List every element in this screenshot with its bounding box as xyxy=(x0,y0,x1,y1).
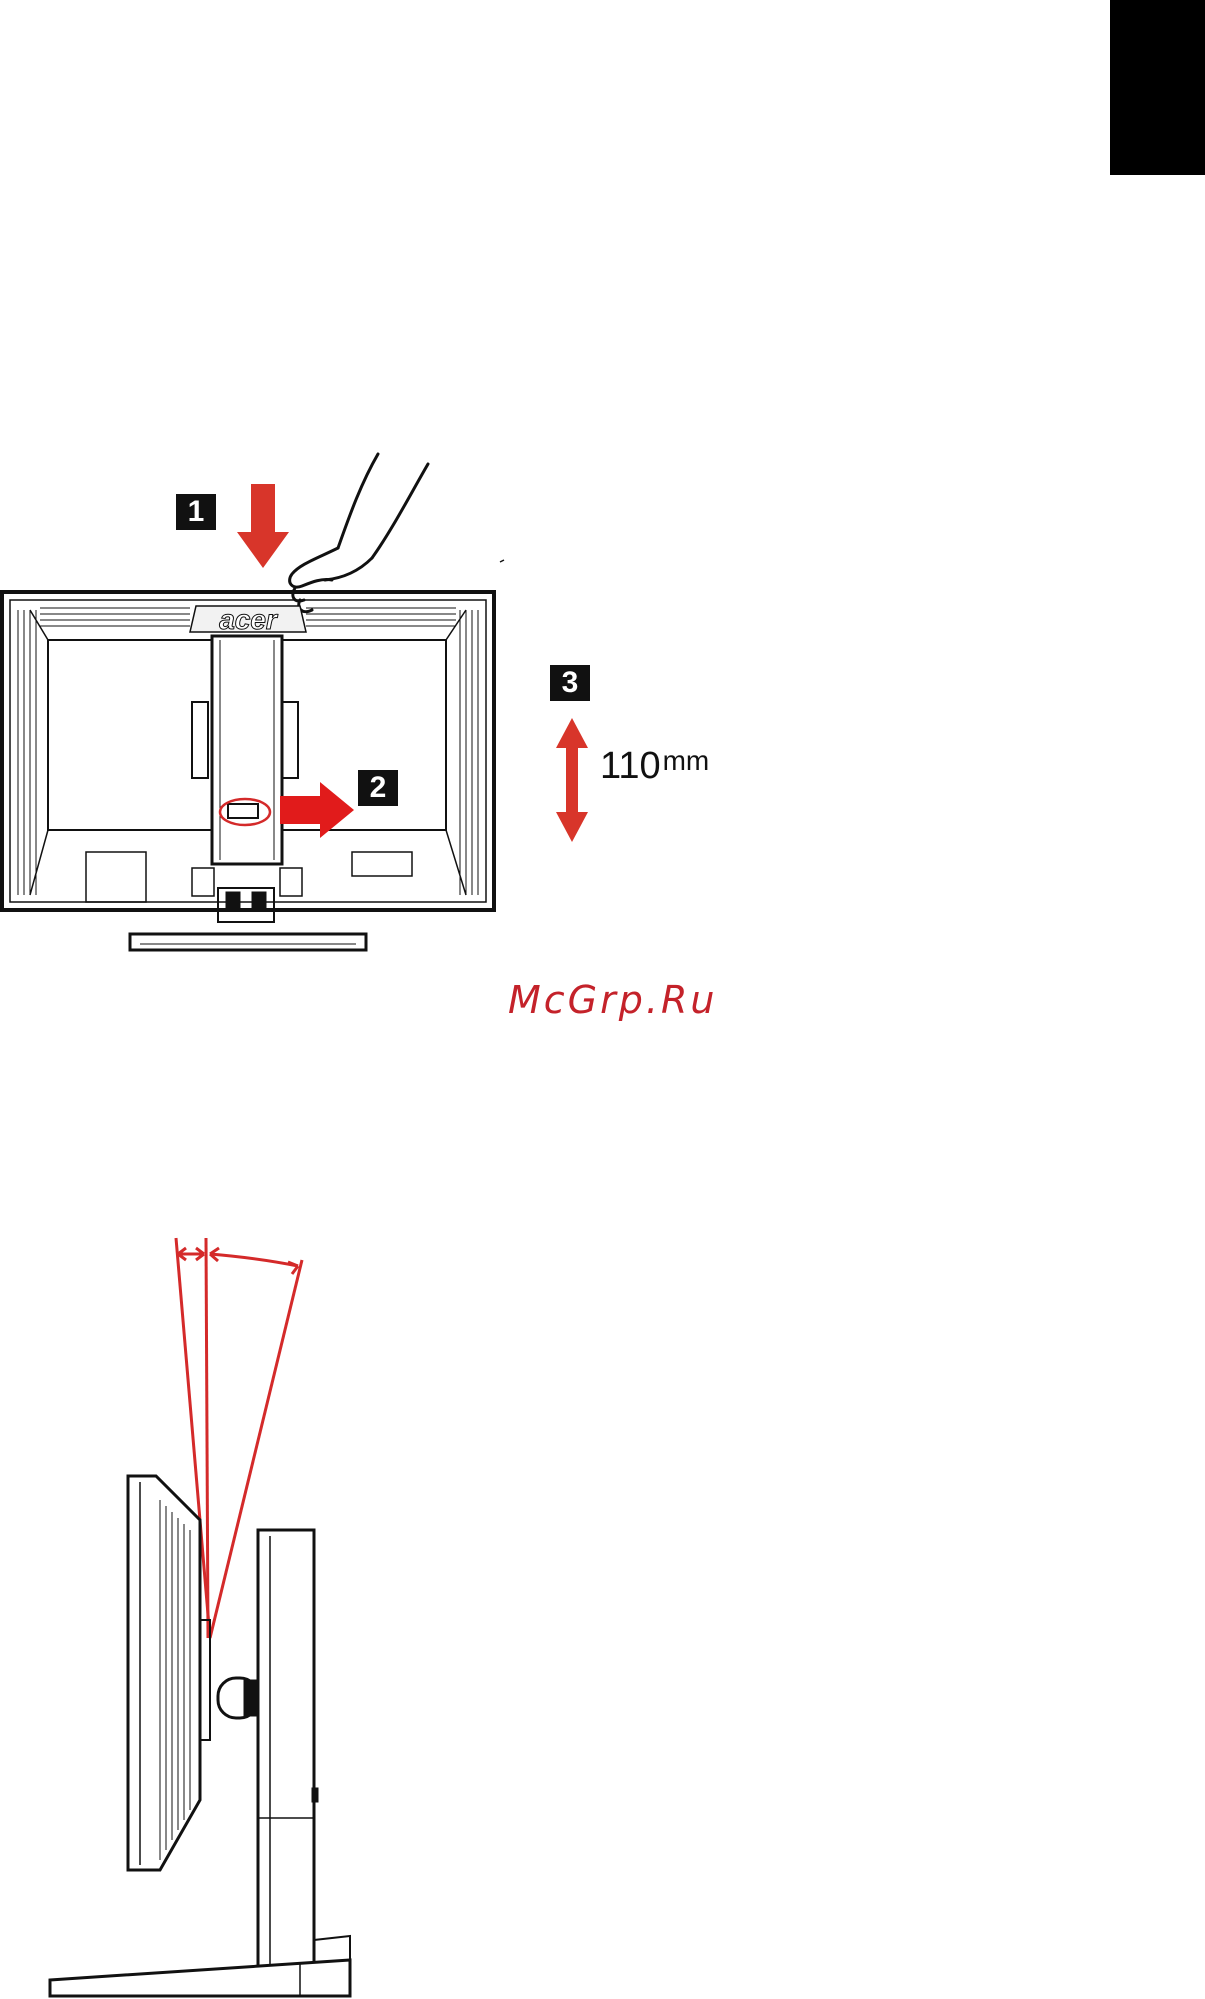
height-range-label: 110mm xyxy=(600,745,709,788)
height-adjust-diagram: acer xyxy=(0,440,760,980)
watermark: McGrp.Ru xyxy=(508,978,717,1022)
press-down-arrow xyxy=(237,484,289,568)
height-range-value: 110 xyxy=(600,745,661,787)
monitor-side-view xyxy=(50,1476,350,1996)
monitor-back-view xyxy=(2,592,494,950)
tilt-diagram xyxy=(0,1220,400,1999)
height-range-arrow xyxy=(556,718,588,842)
step-3-badge: 3 xyxy=(550,665,590,701)
section-tab xyxy=(1110,0,1205,175)
monitor-logo: acer xyxy=(219,604,279,635)
step-2-badge: 2 xyxy=(358,770,398,806)
height-range-unit: mm xyxy=(663,745,710,776)
step-1-badge: 1 xyxy=(176,494,216,530)
hand-icon xyxy=(290,454,428,612)
